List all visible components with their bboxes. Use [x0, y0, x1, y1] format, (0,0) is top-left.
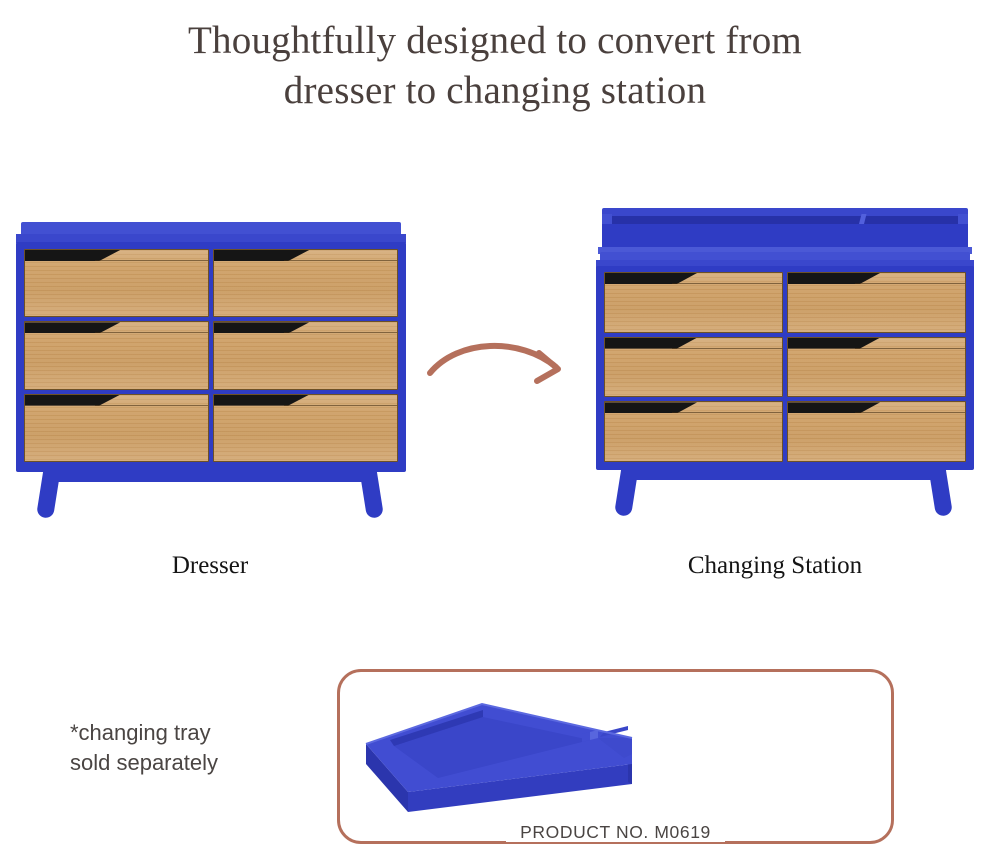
drawer-handle-notch-icon	[605, 402, 698, 414]
drawer-front[interactable]	[24, 321, 209, 390]
drawer-handle-line	[283, 404, 397, 406]
headline-line-2: dresser to changing station	[283, 69, 707, 112]
tray-divider-icon	[590, 730, 598, 740]
drawer-handle-line	[672, 347, 782, 349]
product-callout-box	[337, 669, 894, 844]
drawer-handle-notch-icon	[25, 322, 121, 334]
label-dresser: Dresser	[171, 552, 249, 579]
label-changing-station: Changing Station	[687, 552, 863, 579]
drawer-front[interactable]	[213, 393, 398, 462]
tray-base-lip	[598, 247, 972, 254]
mounted-changing-tray	[598, 208, 972, 254]
tray-front-outer-wall	[408, 764, 632, 812]
drawer-handle-notch-icon	[25, 394, 121, 406]
tray-interior-floor	[611, 216, 959, 225]
drawer-handle-line	[94, 332, 208, 334]
station-drawer-grid	[604, 272, 966, 462]
headline-line-1: Thoughtfully designed to convert from	[188, 19, 802, 62]
tray-right-outer-wall	[628, 762, 632, 784]
page-title: Thoughtfully designed to convert from dr…	[0, 16, 990, 116]
footnote-line-2: sold separately	[70, 750, 218, 775]
dresser-top-panel	[21, 222, 401, 235]
product-number-label: PRODUCT NO. M0619	[337, 822, 894, 843]
drawer-front[interactable]	[24, 249, 209, 318]
changing-tray-illustration	[365, 702, 633, 812]
drawer-handle-notch-icon	[788, 273, 881, 284]
drawer-front[interactable]	[213, 321, 398, 390]
drawer-front[interactable]	[787, 401, 966, 462]
drawer-front[interactable]	[787, 336, 966, 398]
drawer-handle-notch-icon	[788, 337, 881, 349]
station-top-edge	[596, 260, 974, 268]
drawer-handle-line	[283, 332, 397, 334]
drawer-handle-notch-icon	[214, 250, 310, 261]
tray-interior-main	[394, 717, 590, 778]
drawer-handle-line	[94, 404, 208, 406]
station-top-panel	[600, 252, 970, 261]
tray-interior-small	[600, 726, 628, 737]
drawer-handle-line	[283, 260, 397, 261]
drawer-handle-notch-icon	[605, 273, 698, 284]
drawer-front[interactable]	[24, 393, 209, 462]
drawer-handle-line	[94, 260, 208, 261]
tray-small-compartment	[598, 738, 632, 758]
tray-divider-face	[582, 732, 590, 742]
drawer-handle-line	[855, 283, 965, 284]
product-number-text: PRODUCT NO. M0619	[506, 822, 725, 842]
drawer-front[interactable]	[213, 249, 398, 318]
drawer-handle-notch-icon	[788, 402, 881, 414]
tray-rim-highlight	[365, 702, 633, 745]
drawer-handle-notch-icon	[214, 322, 310, 334]
drawer-handle-line	[855, 347, 965, 349]
drawer-handle-line	[672, 283, 782, 284]
product-changing-station-illustration	[596, 208, 974, 520]
drawer-handle-line	[855, 412, 965, 414]
drawer-front[interactable]	[787, 272, 966, 333]
dresser-drawer-grid	[24, 249, 398, 462]
tray-left-outer-wall	[366, 744, 408, 812]
footnote-changing-tray: *changing tray sold separately	[70, 718, 218, 778]
drawer-handle-notch-icon	[605, 337, 698, 349]
product-dresser-illustration	[16, 222, 406, 522]
footnote-line-1: *changing tray	[70, 720, 211, 745]
tray-front-wall	[602, 224, 968, 248]
drawer-handle-line	[672, 412, 782, 414]
tray-interior-back-wall	[390, 710, 483, 746]
drawer-handle-notch-icon	[25, 250, 121, 261]
drawer-front[interactable]	[604, 336, 783, 398]
dresser-top-edge	[16, 234, 406, 243]
drawer-front[interactable]	[604, 401, 783, 462]
drawer-handle-notch-icon	[214, 394, 310, 406]
drawer-front[interactable]	[604, 272, 783, 333]
convert-arrow-icon	[427, 342, 561, 384]
tray-back-rim	[602, 208, 968, 217]
